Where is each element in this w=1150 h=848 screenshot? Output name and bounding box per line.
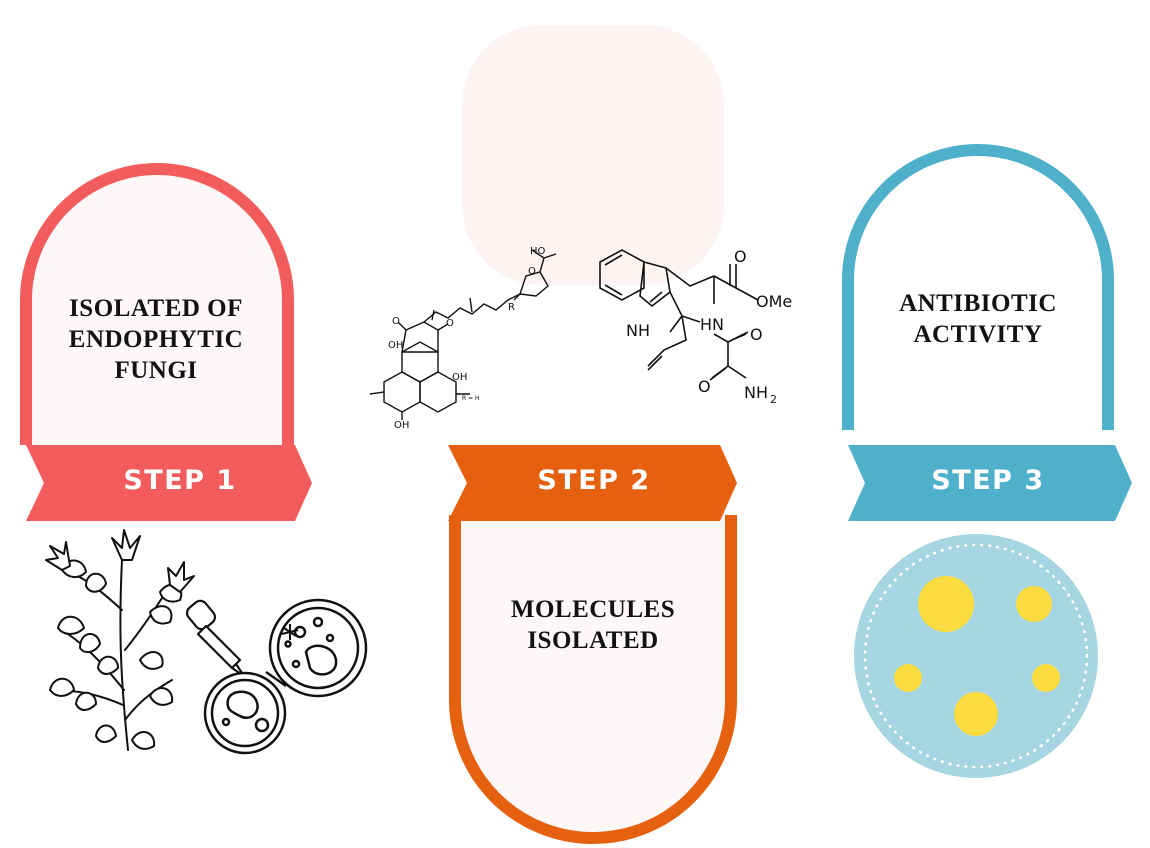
label-o-right: O	[446, 318, 454, 329]
step-2-ribbon	[448, 445, 737, 521]
step-3-arch	[842, 144, 1114, 430]
step-1-title: ISOLATED OF ENDOPHYTIC FUNGI	[36, 293, 276, 386]
step-2-title-line: MOLECULES	[510, 596, 676, 623]
label-o-ester: O	[734, 247, 747, 266]
step-1-ribbon	[26, 445, 312, 521]
dropper-icon	[185, 599, 246, 678]
step-3-title-line: ANTIBIOTIC	[899, 290, 1057, 317]
label-oh-left: OH	[388, 340, 403, 351]
label-oh-right: OH	[452, 372, 467, 383]
step-2	[448, 445, 737, 844]
agar-plate-icon	[854, 534, 1098, 778]
step-1-title-line: FUNGI	[114, 357, 198, 384]
step-2-label: STEP 2	[537, 465, 651, 496]
label-o-left: O	[392, 316, 400, 327]
label-nh-indole: NH	[626, 321, 650, 340]
step-2-arch	[449, 515, 737, 844]
label-nh2: NH	[744, 383, 768, 402]
plant-icon	[45, 529, 195, 751]
colony	[918, 576, 974, 632]
label-nh2-sub: 2	[770, 393, 777, 406]
step-2-title: MOLECULES ISOLATED	[466, 594, 720, 656]
colony	[894, 664, 922, 692]
background-pill	[462, 25, 724, 285]
molecule-labels-right: OMe O NH HN O O NH 2	[626, 247, 792, 406]
chemical-structure-left	[369, 249, 557, 420]
colony	[954, 692, 998, 736]
step-1-label: STEP 1	[123, 465, 237, 496]
label-o-amide1: O	[750, 325, 763, 344]
label-o-amide2: O	[698, 377, 711, 396]
label-ho-top: HO	[530, 246, 546, 257]
label-hn: HN	[700, 315, 724, 334]
step-1-title-line: ISOLATED OF	[69, 295, 243, 322]
chemical-structure-right	[599, 249, 759, 381]
label-r-note: R = H	[462, 395, 480, 402]
petri-dish-icon	[203, 598, 368, 755]
step-3-ribbon	[848, 445, 1132, 521]
label-o-ring: O	[528, 266, 536, 277]
step-3-label: STEP 3	[931, 465, 1045, 496]
step-1-arch	[20, 163, 294, 445]
step-3-title: ANTIBIOTIC ACTIVITY	[858, 288, 1098, 350]
label-oh-bottom: OH	[394, 420, 409, 431]
molecule-labels: HO OH OH OH O O O R R = H	[388, 246, 546, 431]
step-1	[20, 163, 312, 521]
step-2-title-line: ISOLATED	[527, 627, 659, 654]
colony	[1016, 586, 1052, 622]
step-3	[842, 144, 1132, 521]
step-3-title-line: ACTIVITY	[913, 321, 1043, 348]
label-ome: OMe	[756, 292, 792, 311]
colony	[1032, 664, 1060, 692]
step-1-title-line: ENDOPHYTIC	[68, 326, 244, 353]
label-r: R	[508, 302, 515, 313]
